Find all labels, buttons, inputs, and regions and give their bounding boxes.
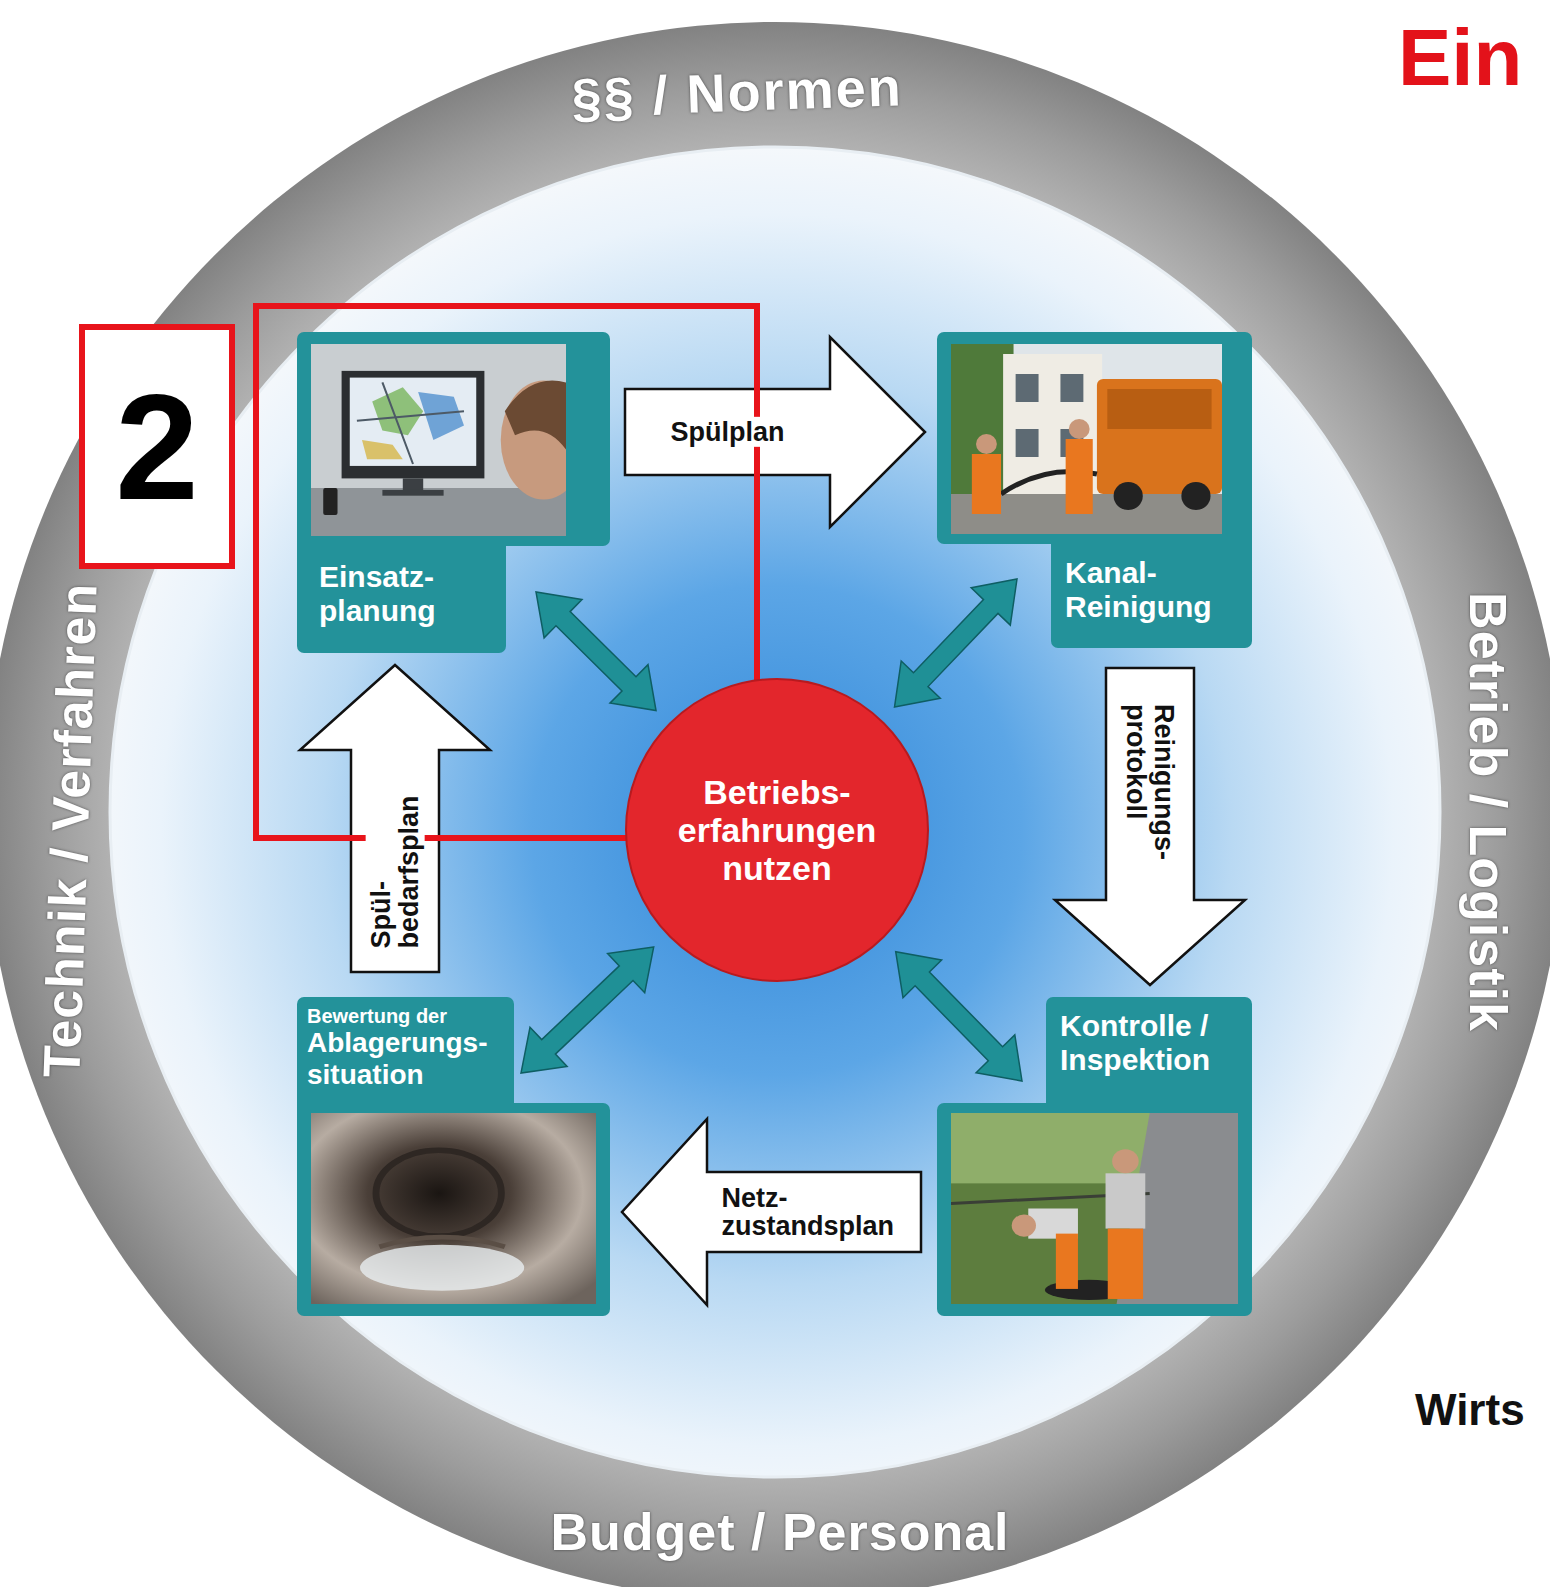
ring-label: Betrieb / Logistik [1462, 592, 1514, 1032]
process-box: Kontrolle / Inspektion [937, 997, 1252, 1316]
drawing-part [1107, 389, 1211, 429]
flow-label: Spül- bedarfsplan [366, 771, 425, 952]
drawing-part [1056, 1234, 1078, 1289]
block-arrow [300, 665, 490, 972]
drawing-part [1114, 482, 1143, 510]
drawing-part [1069, 419, 1090, 439]
drawing-part [1097, 379, 1222, 494]
drawing-part [362, 440, 403, 459]
double-arrow [536, 592, 656, 711]
process-box: Einsatz- planung [297, 332, 610, 653]
drawing-part [1012, 1215, 1036, 1237]
block-arrow [622, 1119, 921, 1305]
drawing-part [1016, 374, 1039, 402]
box-label: Ablagerungs- situation [307, 1027, 502, 1090]
photo-cleaning-truck [951, 344, 1222, 534]
box-label-group: Kanal- Reinigung [1065, 556, 1240, 623]
title: Ein [1398, 14, 1522, 102]
hub-circle: Betriebs- erfahrungen nutzen [625, 678, 929, 982]
drawing-part [342, 371, 485, 479]
box-label: Einsatz- planung [319, 560, 494, 627]
drawing-part [379, 1237, 504, 1247]
drawing-part [951, 344, 1222, 534]
block-arrow [625, 337, 925, 527]
photo-sewer-pipe [311, 1113, 596, 1304]
box-body [297, 332, 610, 546]
drawing-part [976, 434, 997, 454]
box-body [937, 1103, 1252, 1316]
drawing-part [350, 378, 476, 466]
ring-label: Technik / Verfahren [35, 582, 104, 1078]
drawing-part [372, 387, 423, 435]
block-arrow [1055, 668, 1245, 985]
drawing-part [110, 147, 1440, 1477]
drawing-part [403, 478, 423, 491]
photo-office [311, 344, 566, 536]
ring-label: §§ / Normen [571, 59, 904, 125]
box-label-group: Einsatz- planung [319, 560, 494, 627]
box-tab [1046, 997, 1252, 1103]
drawing-part [0, 22, 1550, 1587]
drawing-part [418, 392, 464, 440]
circle-fill [626, 679, 928, 981]
drawing-part [323, 488, 337, 515]
drawing-part [1016, 429, 1039, 457]
box-seam [1051, 535, 1252, 553]
box-label-group: Kontrolle / Inspektion [1060, 1009, 1240, 1076]
flow-label: Netz- zustandsplan [719, 1183, 910, 1242]
box-body [937, 332, 1252, 544]
box-label: Kanal- Reinigung [1065, 556, 1240, 623]
box-seam [297, 1094, 514, 1112]
circle-text-group: Betriebs- erfahrungen nutzen [625, 678, 929, 982]
cut-text: Wirts [1415, 1386, 1525, 1434]
box-seam [1046, 1094, 1252, 1112]
double-arrow [896, 952, 1022, 1081]
hub-text: Betriebs- erfahrungen nutzen [659, 773, 895, 887]
drawing-part [951, 1113, 1238, 1304]
double-arrow [521, 947, 654, 1073]
drawing-part [1106, 1173, 1146, 1228]
drawing-part [1112, 1149, 1138, 1173]
process-box: Kanal- Reinigung [937, 332, 1252, 648]
box-label-group: Bewertung derAblagerungs- situation [307, 1005, 502, 1090]
drawing-part [1108, 1229, 1143, 1299]
double-arrow [895, 579, 1018, 707]
callout-number: 2 [79, 324, 235, 569]
drawing-part [382, 490, 443, 496]
drawing-part [1066, 439, 1093, 514]
box-body [297, 1103, 610, 1316]
drawing-part [1181, 482, 1210, 510]
photo-inspection [951, 1113, 1238, 1304]
drawing-part [311, 1113, 596, 1304]
drawing-part [376, 1150, 501, 1236]
drawing-part [972, 454, 1001, 514]
ring-label: Budget / Personal [550, 1506, 1009, 1558]
process-box: Bewertung derAblagerungs- situation [297, 997, 610, 1316]
flow-label: Reinigungs- protokoll [1121, 701, 1180, 867]
box-tab [297, 546, 506, 653]
box-sublabel: Bewertung der [307, 1005, 447, 1027]
flow-label: Spülplan [668, 417, 788, 447]
drawing-part [501, 380, 566, 499]
drawing-part [360, 1245, 524, 1291]
drawing-part [357, 382, 464, 464]
box-seam [297, 537, 506, 555]
box-tab [297, 997, 514, 1103]
box-tab [1051, 544, 1252, 648]
drawing-part [505, 380, 566, 449]
drawing-part [1060, 374, 1083, 402]
box-label: Kontrolle / Inspektion [1060, 1009, 1240, 1076]
